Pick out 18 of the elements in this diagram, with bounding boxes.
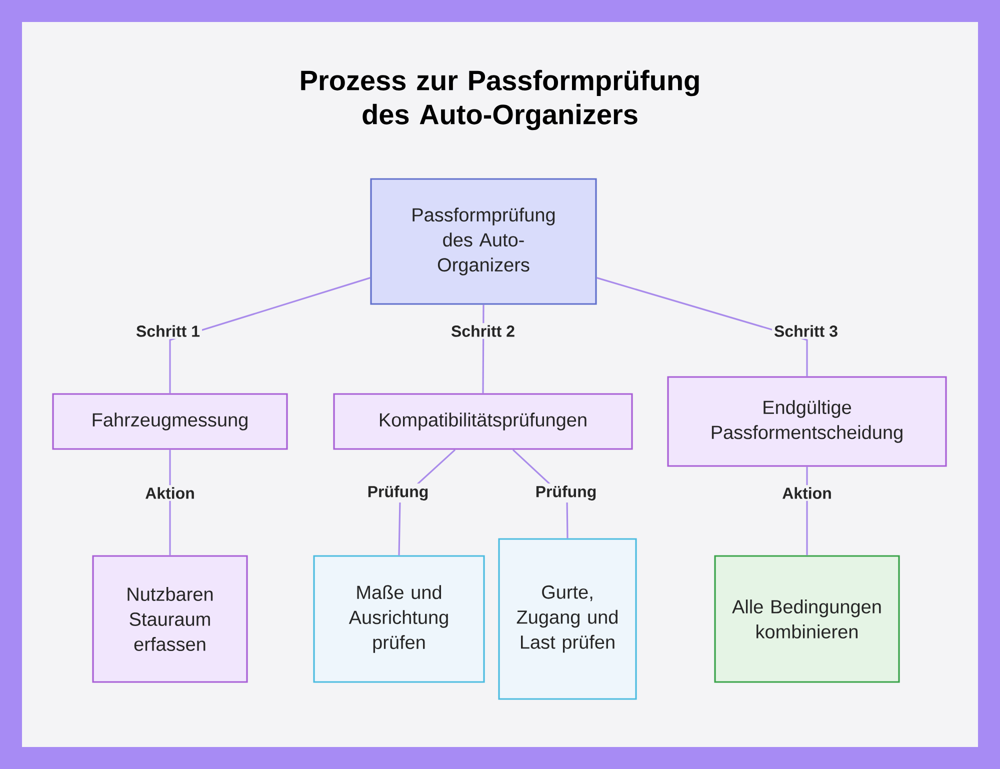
edge-label: Schritt 1 (134, 323, 202, 339)
edge-label: Aktion (143, 485, 197, 501)
title: Prozess zur Passformprüfung des Auto-Organizers (301, 70, 699, 130)
edge-label: Aktion (780, 485, 834, 501)
title-box: Passformprüfung des Auto-Organizers (370, 178, 597, 305)
process-box: Maße und Ausrichtung prüfen (313, 555, 485, 683)
edge-label: Prüfung (533, 484, 599, 502)
edge-label: Schritt 2 (449, 323, 518, 339)
process-box: Fahrzeugmessung (52, 393, 288, 450)
process-box: Endgültige Passformentscheidung (667, 376, 947, 467)
edge-label: Schritt 3 (772, 323, 840, 339)
process-box: Alle Bedingungen kombinieren (714, 555, 900, 683)
connector-line (596, 277, 808, 376)
process-box: Nutzbaren Stauraum erfassen (92, 555, 248, 683)
process-box: Gurte, Zugang und Last prüfen (498, 538, 637, 700)
process-box: Kompatibilitätsprüfungen (333, 393, 633, 450)
edge-label: Prüfung (365, 484, 431, 502)
connector-line (169, 277, 370, 394)
